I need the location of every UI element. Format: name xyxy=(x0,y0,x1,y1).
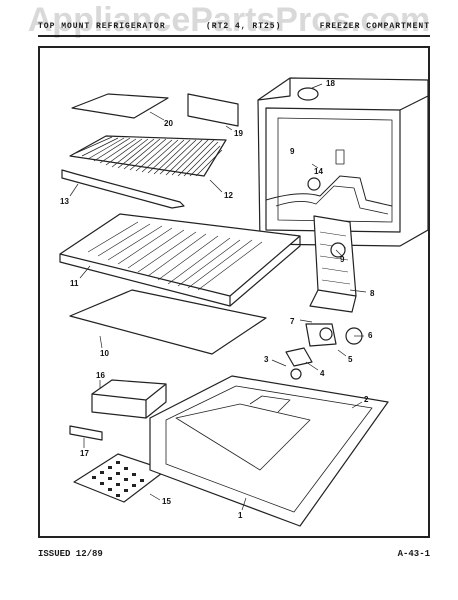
header-model: (RT2 4, RT25) xyxy=(206,22,282,31)
freezer-cabinet xyxy=(257,77,428,247)
callout-1: 1 xyxy=(238,511,243,520)
callout-11: 11 xyxy=(70,279,79,288)
callout-3: 3 xyxy=(264,355,269,364)
callout-12: 12 xyxy=(224,191,233,200)
wire-shelf xyxy=(69,135,227,177)
page-code: A-43-1 xyxy=(397,549,430,559)
callout-2: 2 xyxy=(364,395,369,404)
watermark: AppliancePartsPros.com xyxy=(27,1,431,39)
header-right-title: FREEZER COMPARTMENT xyxy=(319,22,430,31)
callout-13: 13 xyxy=(60,197,69,206)
callout-9-lower: 9 xyxy=(340,255,345,264)
diagram-frame xyxy=(38,46,430,538)
exploded-parts-diagram: 18 20 19 9 14 12 13 9 11 8 7 6 10 5 3 4 … xyxy=(59,77,428,527)
header-rule xyxy=(38,35,430,37)
issued-date: ISSUED 12/89 xyxy=(38,549,103,559)
page-header: TOP MOUNT REFRIGERATOR (RT2 4, RT25) FRE… xyxy=(38,22,430,40)
drawer-handle xyxy=(69,425,103,441)
callout-5: 5 xyxy=(348,355,353,364)
callout-9-upper: 9 xyxy=(290,147,295,156)
callout-16: 16 xyxy=(96,371,105,380)
callout-7: 7 xyxy=(290,317,295,326)
callout-19: 19 xyxy=(234,129,243,138)
callout-18: 18 xyxy=(326,79,335,88)
callout-20: 20 xyxy=(164,119,173,128)
callout-10: 10 xyxy=(100,349,109,358)
callout-14: 14 xyxy=(314,167,323,176)
freezer-floor-pan xyxy=(149,375,389,527)
header-left-title: TOP MOUNT REFRIGERATOR xyxy=(38,22,166,31)
shelf-bracket xyxy=(187,93,239,127)
shelf-trim xyxy=(61,169,185,209)
crisper-cover xyxy=(59,213,301,307)
callout-8: 8 xyxy=(370,289,375,298)
callout-15: 15 xyxy=(162,497,171,506)
callout-17: 17 xyxy=(80,449,89,458)
evaporator-cover xyxy=(309,215,357,313)
shelf-panel xyxy=(71,93,169,119)
crisper-drawer xyxy=(91,379,167,419)
callout-6: 6 xyxy=(368,331,373,340)
glass-panel xyxy=(69,289,267,355)
fan-motor-assembly xyxy=(285,323,363,380)
callout-4: 4 xyxy=(320,369,325,378)
